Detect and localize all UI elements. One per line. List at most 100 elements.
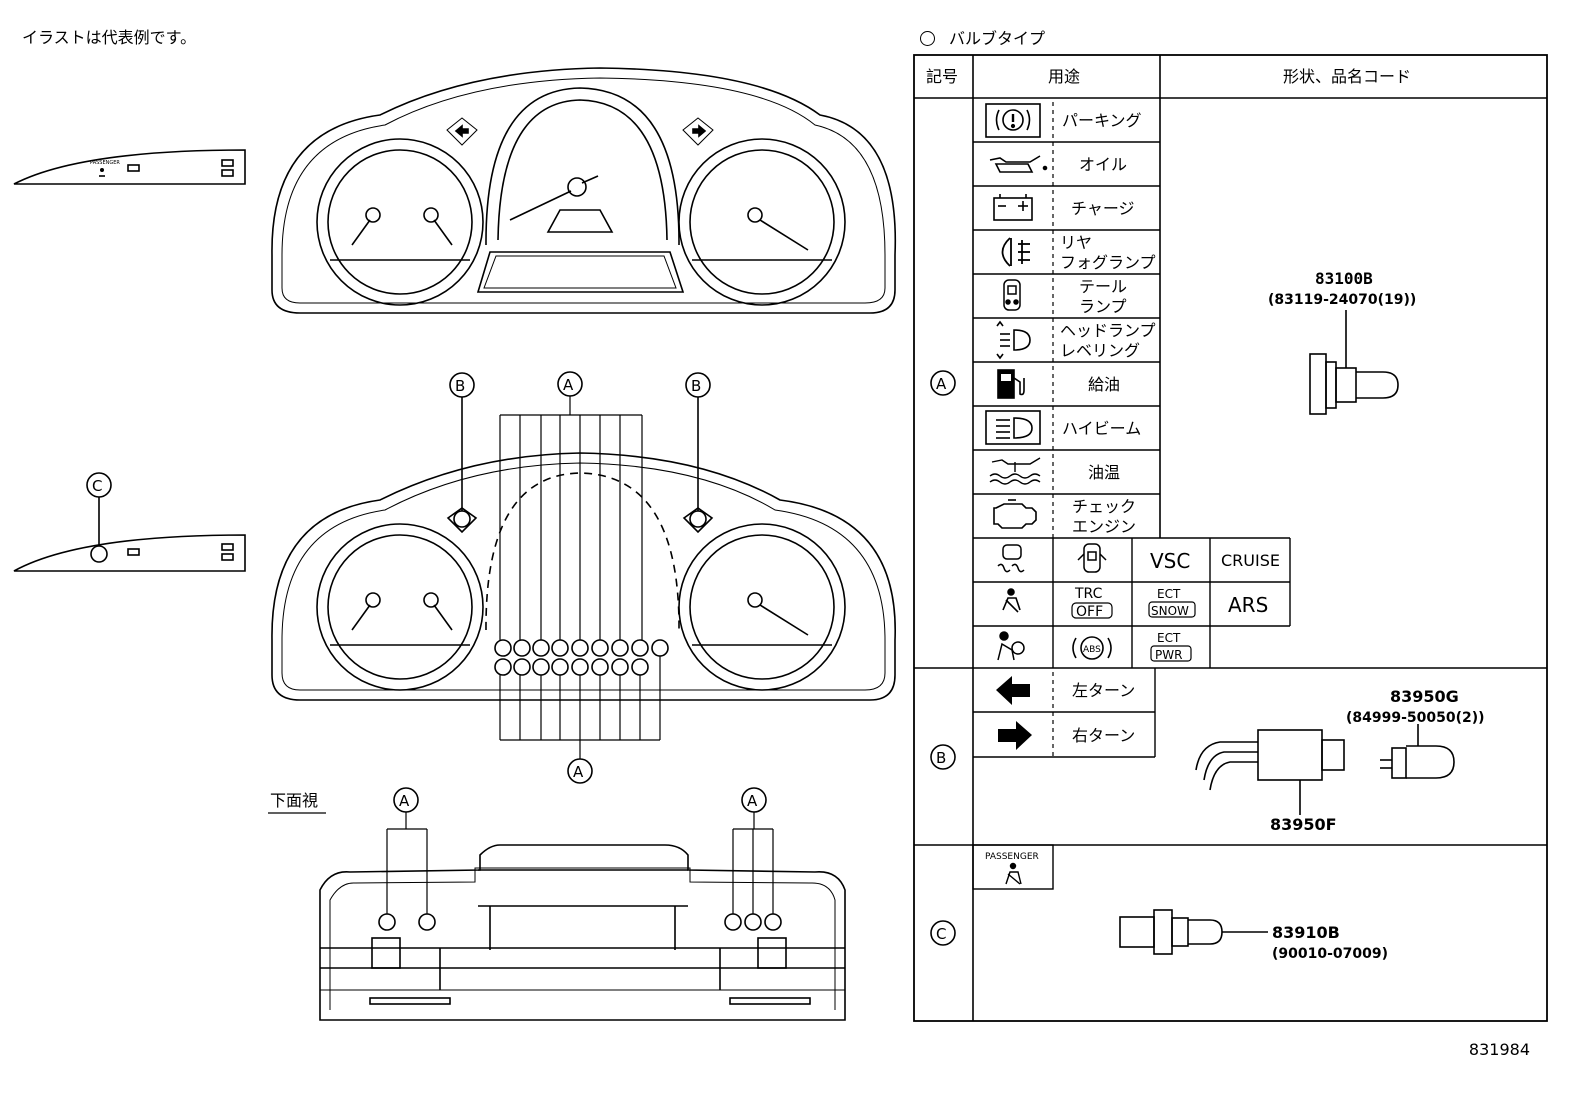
part-code-83950g: 83950G [1390,687,1459,706]
parking-brake-icon [985,103,1041,138]
svg-text:ABS: ABS [1083,645,1101,655]
marker-a-bottom-right: A [741,787,767,813]
svg-text:A: A [936,375,947,393]
svg-text:C: C [936,925,946,943]
label-parking: パーキング [1062,111,1142,130]
svg-text:A: A [747,792,758,810]
part-code-83910b: 83910B [1272,923,1340,942]
grid-trc-off: OFF [1076,604,1103,620]
battery-charge-icon [993,194,1033,221]
check-engine-icon [993,499,1037,529]
label-oil: オイル [1079,155,1127,174]
label-headlamp-1: ヘッドランプ [1060,321,1156,340]
bulb-83100b-drawing [1309,310,1399,415]
svg-text:A: A [563,376,574,394]
leader-lines-a-down [499,656,661,759]
header-shape-code: 形状、品名コード [1283,67,1411,86]
svg-text:B: B [936,749,946,767]
grid-ect-pwr-2: PWR [1155,648,1182,662]
group-b-row-lines [973,668,1156,758]
bulb-83950g-drawing [1380,724,1455,779]
grid-ect-pwr-1: ECT [1157,631,1181,645]
illustration-note: イラストは代表例です。 [22,28,197,47]
passenger-caption: PASSENGER [985,852,1039,862]
cluster-front-view [271,67,897,314]
label-oil-temp: 油温 [1088,463,1120,482]
right-turn-arrow-icon [998,721,1032,750]
marker-a-bottom-left: A [393,787,419,813]
skid-icon [997,544,1025,573]
bulb-83910b-drawing [1119,909,1268,955]
label-check-engine-1: チェック [1072,497,1136,516]
group-b-marker: B [930,744,956,770]
label-right-turn: 右ターン [1072,726,1135,745]
grid-trc: TRC [1074,586,1103,602]
group-a-row-lines [973,141,1291,668]
headlamp-leveling-icon [996,320,1031,360]
grid-ect-snow-2: SNOW [1151,604,1189,618]
grid-ars: ARS [1228,593,1268,617]
oil-temperature-icon [989,457,1041,485]
grid-ect-snow-1: ECT [1157,587,1181,601]
marker-a-bottom: A [567,758,593,784]
strip-passenger-text: PASSENGER [90,160,120,166]
label-check-engine-2: エンジン [1072,517,1136,536]
cluster-back-view [271,396,896,759]
grid-cruise: CRUISE [1221,551,1280,570]
marker-b-right: B [685,372,711,398]
group-a-marker: A [930,370,956,396]
bulb-type-table [913,54,1548,1022]
label-left-turn: 左ターン [1072,681,1135,700]
group-a-labels: パーキング オイル チャージ リヤ フォグランプ テール ランプ ヘッドランプ … [1060,111,1156,536]
seatbelt-small-icon [99,168,105,177]
indicator-strip-top: PASSENGER [13,149,246,185]
airbag-icon [997,631,1025,661]
svg-text:A: A [573,763,584,781]
table-title: バルブタイプ [920,25,1045,49]
label-rear-fog-1: リヤ [1060,233,1092,252]
part-code-83100b: 83100B [1315,269,1373,288]
grid-vsc: VSC [1150,549,1190,573]
leader-lines-a-up [499,396,643,640]
abs-icon: ABS [1072,636,1112,660]
part-code-83950f: 83950F [1270,815,1337,834]
tail-lamp-icon [1003,279,1021,311]
svg-text:B: B [691,377,701,395]
svg-text:C: C [92,477,102,495]
oil-pressure-icon [989,155,1048,173]
high-beam-icon [985,410,1041,445]
seatbelt-icon [1002,588,1021,613]
svg-text:B: B [455,377,465,395]
part-sub-code-83100b: (83119-24070(19)) [1268,292,1416,308]
diagram-ref-number: 831984 [1468,1040,1530,1059]
label-charge: チャージ [1071,199,1135,218]
left-turn-arrow-icon [996,676,1030,705]
label-tail-2: ランプ [1079,297,1127,316]
passenger-seatbelt-icon [1005,862,1022,885]
bottom-view-label: 下面視 [270,791,318,810]
rear-fog-lamp-icon [1001,237,1030,267]
marker-c-strip: C [86,472,112,498]
bullet-circle-icon [920,31,935,46]
header-usage: 用途 [1048,67,1080,86]
table-title-text: バルブタイプ [949,29,1046,48]
label-high-beam: ハイビーム [1062,419,1141,438]
marker-a-top: A [557,371,583,397]
indicator-strip-bottom [13,497,246,572]
label-rear-fog-2: フォグランプ [1060,253,1156,272]
group-c-marker: C [930,920,956,946]
cluster-bottom-view [319,812,846,1021]
bulb-row-a-upper [494,639,669,657]
front-left-turn-icon [446,117,478,146]
part-sub-code-83910b: (90010-07009) [1272,946,1388,962]
front-right-turn-icon [682,117,714,146]
part-sub-code-83950g: (84999-50050(2)) [1346,710,1485,726]
bulb-row-a-lower [494,658,649,676]
fuel-icon [997,369,1025,399]
header-symbol: 記号 [926,67,958,86]
bulb-c-position [90,545,108,563]
label-tail-1: テール [1079,277,1127,296]
label-headlamp-2: レベリング [1060,341,1140,360]
socket-83950f-drawing [1195,729,1345,815]
